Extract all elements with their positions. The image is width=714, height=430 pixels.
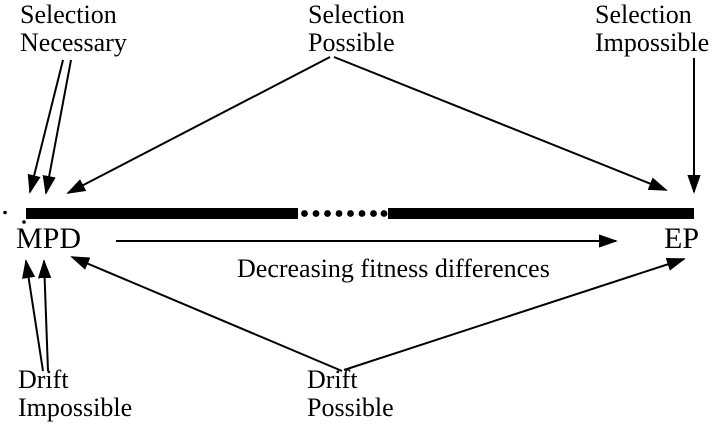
arrow-drift-impossible-a: [22, 259, 44, 372]
spectrum-bar-left-segment: [26, 208, 298, 219]
label-selection-impossible-line2: Impossible: [595, 28, 710, 57]
label-drift-possible-line2: Possible: [307, 393, 394, 422]
endpoint-label-ep: EP: [664, 222, 700, 255]
arrow-selection-necessary-b: [42, 59, 72, 195]
spectrum-bar-right-segment: [388, 208, 694, 219]
endpoint-label-mpd: MPD: [16, 222, 82, 255]
arrow-selection-possible-left: [66, 56, 331, 194]
label-selection-impossible: Selection Impossible: [595, 1, 709, 57]
arrow-drift-impossible-b: [37, 259, 52, 372]
label-drift-possible: Drift Possible: [307, 366, 394, 422]
label-selection-possible-line2: Possible: [308, 28, 395, 57]
label-drift-impossible-line1: Drift: [18, 365, 69, 394]
label-drift-impossible: Drift Impossible: [18, 366, 132, 422]
label-selection-necessary-line2: Necessary: [20, 28, 127, 57]
spectrum-bar: [26, 208, 694, 219]
stray-dot: [3, 210, 7, 215]
label-selection-impossible-line1: Selection: [595, 0, 692, 29]
arrow-drift-possible-right: [343, 257, 686, 371]
arrow-drift-possible-left: [70, 256, 343, 372]
label-drift-impossible-line2: Impossible: [18, 393, 133, 422]
arrow-selection-possible-right: [333, 56, 668, 191]
label-drift-possible-line1: Drift: [307, 365, 358, 394]
label-selection-possible: Selection Possible: [308, 1, 405, 57]
arrow-selection-necessary-a: [27, 59, 64, 194]
label-selection-necessary: Selection Necessary: [20, 1, 127, 57]
label-selection-possible-line1: Selection: [308, 0, 405, 29]
axis-caption: Decreasing fitness differences: [237, 254, 550, 283]
stray-dot: [22, 220, 26, 224]
label-selection-necessary-line1: Selection: [20, 0, 117, 29]
spectrum-bar-dotted-segment: [301, 210, 388, 217]
